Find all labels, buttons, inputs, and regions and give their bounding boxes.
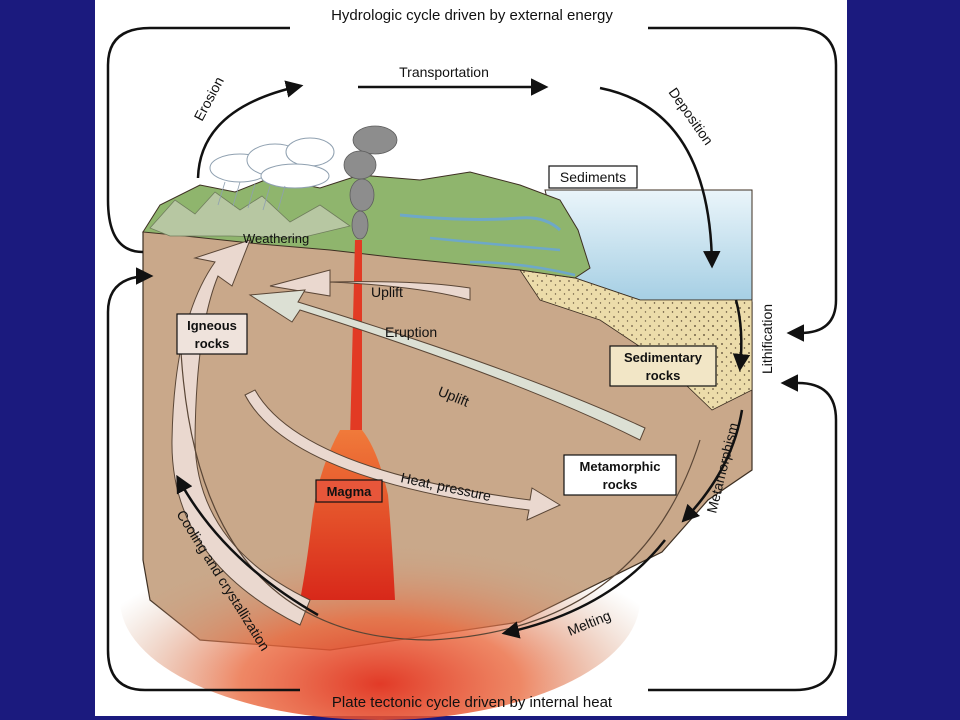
sedimentary-label-line2: rocks: [646, 368, 681, 383]
river: [399, 213, 562, 232]
uplift-upper-arrow: [269, 269, 471, 301]
sediments-box: Sediments: [548, 165, 638, 189]
tectonic-cycle-title: Plate tectonic cycle driven by internal …: [332, 694, 613, 711]
sediments-label: Sediments: [560, 169, 626, 185]
rain: [217, 181, 286, 211]
uplift-upper-label: Uplift: [371, 284, 403, 300]
uplift-lower-arrow: [248, 289, 646, 441]
tectonic-loop-right: [648, 374, 838, 692]
river: [429, 236, 561, 252]
clouds: [209, 137, 335, 189]
magma-conduit: [350, 240, 362, 440]
lithification-arrow: [732, 299, 751, 372]
magma-box: Magma: [315, 479, 383, 503]
melting-arrow: [501, 539, 666, 639]
metamorphic-label-line1: Metamorphic: [580, 459, 661, 474]
deposition-arrow: [599, 86, 721, 269]
deep-cycle-arc: [179, 329, 701, 641]
sedimentary-rocks-box: Sedimentary rocks: [609, 345, 717, 387]
magma-label: Magma: [327, 484, 373, 499]
transportation-label: Transportation: [399, 64, 489, 80]
heat-pressure-arrow: [244, 389, 562, 521]
igneous-rocks-box: Igneous rocks: [176, 313, 248, 355]
metamorphic-rocks-box: Metamorphic rocks: [563, 454, 677, 496]
hydrologic-loop-right: [648, 26, 838, 342]
eruption-label: Eruption: [385, 324, 437, 340]
river: [469, 260, 576, 277]
metamorphic-label-line2: rocks: [603, 477, 638, 492]
weathering-label: Weathering: [243, 231, 309, 246]
igneous-return-arrow: [171, 239, 311, 626]
metamorphism-arrow: [681, 409, 744, 523]
hydrologic-cycle-title: Hydrologic cycle driven by external ener…: [331, 7, 613, 24]
tectonic-loop-left: [106, 267, 300, 692]
sedimentary-label-line1: Sedimentary: [624, 350, 703, 365]
mountains: [149, 191, 351, 239]
hydrologic-loop-left: [106, 26, 290, 254]
lithification-label: Lithification: [759, 304, 775, 374]
volcanic-plume: [343, 125, 398, 240]
igneous-label-line2: rocks: [195, 336, 230, 351]
erosion-arrow: [196, 80, 304, 179]
igneous-label-line1: Igneous: [187, 318, 237, 333]
seafloor-dots: [640, 300, 752, 385]
cooling-arrow: [176, 474, 319, 617]
